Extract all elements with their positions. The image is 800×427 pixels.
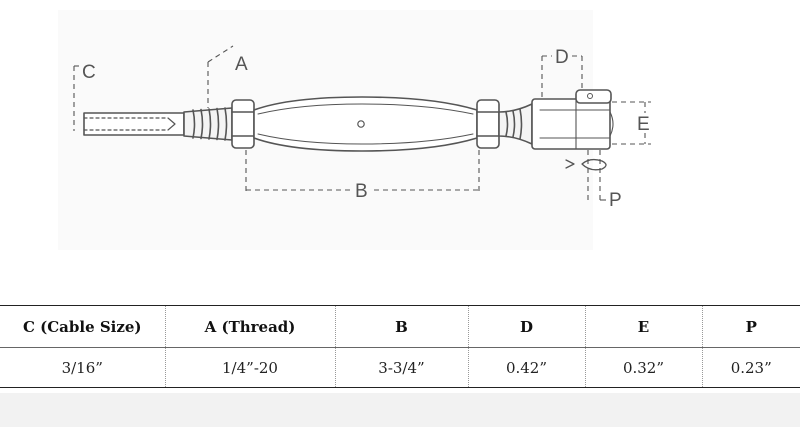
left-jam-nut bbox=[231, 99, 255, 149]
dim-p-lines bbox=[587, 150, 606, 201]
dim-a-leader bbox=[207, 45, 234, 108]
turnbuckle-drawing: C A B D E P bbox=[73, 45, 651, 211]
cell-b: 3-3/4” bbox=[334, 347, 468, 388]
col-header-p: P bbox=[701, 305, 800, 348]
dim-e-lines bbox=[612, 101, 651, 145]
dim-d-lines bbox=[541, 55, 583, 98]
cotter-pin bbox=[565, 158, 607, 171]
col-header-b: B bbox=[334, 305, 468, 348]
cell-d: 0.42” bbox=[467, 347, 585, 388]
body-hole bbox=[357, 120, 365, 128]
col-header-d: D bbox=[467, 305, 585, 348]
dim-label-d: D bbox=[555, 47, 569, 68]
col-header-e: E bbox=[584, 305, 702, 348]
cell-p: 0.23” bbox=[701, 347, 800, 388]
right-jam-nut bbox=[476, 99, 500, 149]
jaw-end bbox=[531, 89, 614, 150]
dim-label-e: E bbox=[637, 114, 650, 135]
dim-label-c: C bbox=[82, 62, 96, 83]
cell-a: 1/4”-20 bbox=[164, 347, 335, 388]
clevis-pin-head bbox=[575, 89, 612, 104]
spec-table: C (Cable Size) A (Thread) B D E P 3/16” … bbox=[0, 305, 800, 388]
dim-c-lines bbox=[73, 65, 79, 131]
turnbuckle-body bbox=[253, 96, 478, 152]
cell-c: 3/16” bbox=[61, 358, 103, 377]
table-header-row: C (Cable Size) A (Thread) B D E P bbox=[0, 305, 800, 348]
page-footer-band bbox=[0, 393, 800, 427]
col-header-c: C (Cable Size) bbox=[0, 305, 165, 348]
thread-section bbox=[183, 107, 233, 141]
table-row: 3/16” 1/4”-20 3-3/4” 0.42” 0.32” 0.23” bbox=[0, 347, 800, 388]
cell-e: 0.32” bbox=[584, 347, 702, 388]
turnbuckle-diagram: C A B D E P bbox=[73, 45, 651, 211]
dim-label-p: P bbox=[609, 190, 622, 211]
dim-b-lines bbox=[245, 150, 480, 191]
swage-shank bbox=[83, 112, 185, 136]
col-header-a: A (Thread) bbox=[164, 305, 335, 348]
dim-label-b: B bbox=[355, 181, 368, 202]
dim-label-a: A bbox=[235, 54, 248, 75]
